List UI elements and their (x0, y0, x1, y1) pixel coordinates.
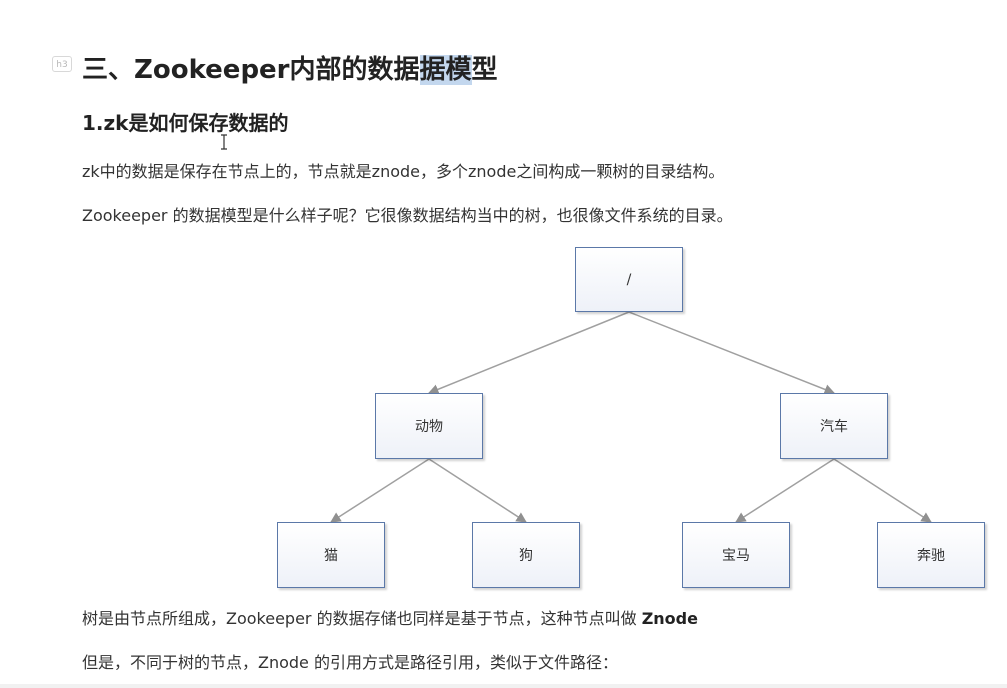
tree-node-root: / (575, 247, 683, 312)
section-heading: 三、Zookeeper内部的数据据模型 (82, 50, 498, 90)
tree-node-benz: 奔驰 (877, 522, 985, 588)
page-bottom-divider (0, 684, 1007, 688)
tree-node-animal: 动物 (375, 393, 483, 459)
edge-root-car (628, 311, 835, 395)
edge-car-benz (833, 458, 932, 523)
subheading: 1.zk是如何保存数据的 (82, 111, 289, 135)
edge-animal-cat (330, 458, 430, 523)
paragraph-znode-definition-text: 树是由节点所组成，Zookeeper 的数据存储也同样是基于节点，这种节点叫做 (82, 609, 642, 628)
tree-node-car-label: 汽车 (820, 419, 848, 435)
tree-node-cat-label: 猫 (324, 548, 338, 564)
tree-node-animal-label: 动物 (415, 419, 443, 435)
tree-node-bmw-label: 宝马 (722, 548, 750, 564)
paragraph-znode-definition: 树是由节点所组成，Zookeeper 的数据存储也同样是基于节点，这种节点叫做 … (82, 606, 698, 632)
edge-root-animal (428, 311, 630, 395)
paragraph-data-model: Zookeeper 的数据模型是什么样子呢？它很像数据结构当中的树，也很像文件系… (82, 206, 733, 225)
heading-level-badge: h3 (52, 56, 72, 72)
edge-car-bmw (735, 458, 835, 523)
tree-node-dog-label: 狗 (519, 548, 533, 564)
selected-text-highlight[interactable]: 据模 (419, 55, 472, 85)
section-heading-prefix: 三、Zookeeper内部的数据 (82, 55, 420, 85)
tree-node-root-label: / (626, 271, 632, 288)
tree-node-car: 汽车 (780, 393, 888, 459)
section-heading-suffix: 型 (471, 55, 498, 85)
tree-node-bmw: 宝马 (682, 522, 790, 588)
text-cursor-icon (221, 134, 227, 150)
znode-bold-term: Znode (641, 609, 698, 628)
tree-node-cat: 猫 (277, 522, 385, 588)
tree-node-benz-label: 奔驰 (917, 548, 945, 564)
tree-node-dog: 狗 (472, 522, 580, 588)
paragraph-path-reference: 但是，不同于树的节点，Znode 的引用方式是路径引用，类似于文件路径： (82, 653, 618, 672)
edge-animal-dog (428, 458, 527, 523)
paragraph-znode-intro: zk中的数据是保存在节点上的，节点就是znode，多个znode之间构成一颗树的… (82, 162, 725, 181)
